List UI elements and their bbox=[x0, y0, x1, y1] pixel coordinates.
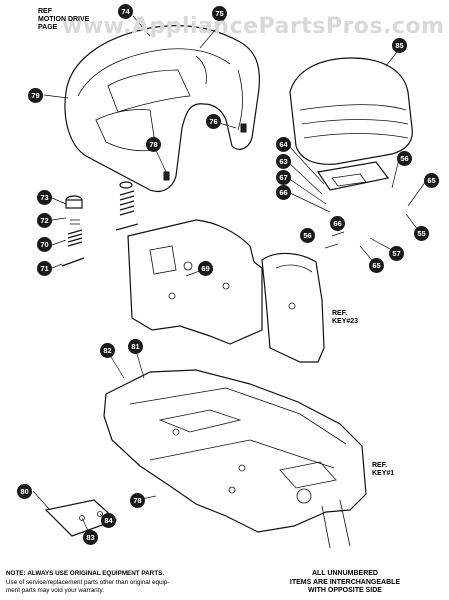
ref-motion-drive-line: REF bbox=[38, 8, 52, 15]
callout-57: 57 bbox=[389, 246, 404, 261]
note-first-line: NOTE: ALWAYS USE ORIGINAL EQUIPMENT PART… bbox=[6, 570, 246, 579]
callout-78b: 78 bbox=[130, 493, 145, 508]
callout-63: 63 bbox=[276, 154, 291, 169]
front-panel-part bbox=[127, 219, 263, 345]
seat-part bbox=[289, 57, 413, 191]
note-lead: NOTE: bbox=[6, 570, 26, 577]
main-frame-part bbox=[103, 369, 367, 549]
callout-80: 80 bbox=[17, 484, 32, 499]
callout-67: 67 bbox=[276, 170, 291, 185]
callout-84: 84 bbox=[101, 513, 116, 528]
callout-66: 66 bbox=[276, 185, 291, 200]
hardware-stack bbox=[61, 181, 139, 267]
note-line: ment parts may void your warranty. bbox=[6, 587, 104, 594]
watermark-text: www.AppliancePartsPros.com bbox=[62, 14, 445, 39]
callout-65: 65 bbox=[424, 173, 439, 188]
ref-key23: REF. KEY#23 bbox=[332, 310, 358, 326]
callout-64: 64 bbox=[276, 137, 291, 152]
callout-69: 69 bbox=[198, 261, 213, 276]
callout-85: 85 bbox=[392, 38, 407, 53]
callout-74: 74 bbox=[118, 4, 133, 19]
ref-key1-line: KEY#1 bbox=[372, 470, 395, 477]
ref-key1-line: REF. bbox=[372, 462, 388, 469]
unnumbered-line: ITEMS ARE INTERCHANGEABLE bbox=[289, 578, 401, 586]
callout-75: 75 bbox=[212, 6, 227, 21]
side-panel-part bbox=[261, 252, 325, 363]
callout-73: 73 bbox=[37, 190, 52, 205]
callout-65b: 65 bbox=[369, 258, 384, 273]
unnumbered-line: ALL UNNUMBERED bbox=[312, 570, 378, 577]
callout-81: 81 bbox=[128, 339, 143, 354]
fender-part bbox=[64, 25, 261, 193]
callout-72: 72 bbox=[37, 213, 52, 228]
callout-76: 76 bbox=[206, 114, 221, 129]
callout-66b: 66 bbox=[330, 216, 345, 231]
ref-key23-line: REF. bbox=[332, 310, 348, 317]
callout-82: 82 bbox=[100, 343, 115, 358]
note-first-text: ALWAYS USE ORIGINAL EQUIPMENT PARTS. bbox=[27, 570, 165, 577]
callout-79: 79 bbox=[28, 88, 43, 103]
callout-56: 56 bbox=[397, 151, 412, 166]
callout-56b: 56 bbox=[300, 228, 315, 243]
ref-key1: REF. KEY#1 bbox=[372, 462, 394, 478]
note-line: Use of service/replacement parts other t… bbox=[6, 578, 170, 586]
callout-78: 78 bbox=[146, 137, 161, 152]
callout-83: 83 bbox=[83, 530, 98, 545]
equipment-parts-note: NOTE: ALWAYS USE ORIGINAL EQUIPMENT PART… bbox=[6, 570, 246, 596]
callout-70: 70 bbox=[37, 237, 52, 252]
ref-motion-drive-line: PAGE bbox=[38, 24, 58, 31]
unnumbered-items-note: ALL UNNUMBERED ITEMS ARE INTERCHANGEABLE… bbox=[250, 570, 440, 596]
mounting-plate-part bbox=[44, 499, 118, 537]
ref-key23-line: KEY#23 bbox=[332, 318, 359, 325]
ref-motion-drive-line: MOTION DRIVE bbox=[38, 16, 90, 23]
callout-71: 71 bbox=[37, 261, 52, 276]
ref-motion-drive: REF MOTION DRIVE PAGE bbox=[38, 8, 89, 32]
unnumbered-line: WITH OPPOSITE SIDE bbox=[308, 587, 382, 594]
callout-55: 55 bbox=[414, 226, 429, 241]
